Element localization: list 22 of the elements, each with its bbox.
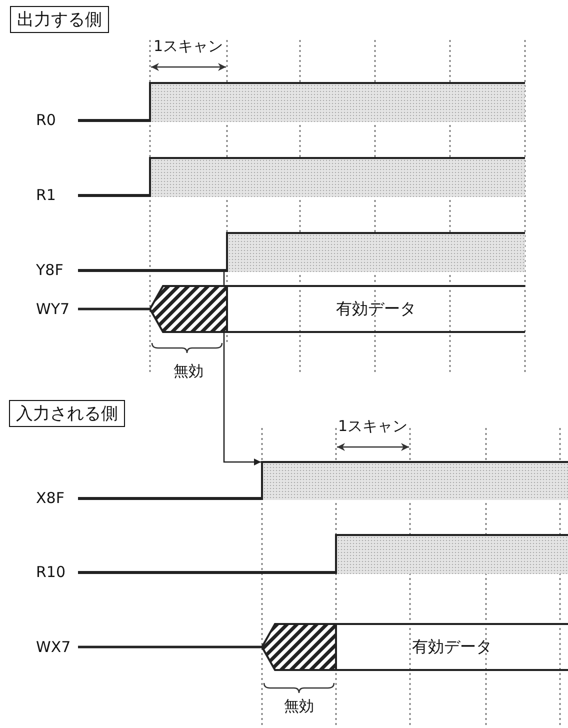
signal-waveform bbox=[78, 461, 568, 500]
signal-name: Y8F bbox=[36, 261, 64, 279]
section-heading: 入力される側 bbox=[9, 400, 125, 427]
signal-waveform bbox=[78, 534, 568, 574]
signal-waveform bbox=[78, 82, 525, 122]
scan-period-label: 1スキャン bbox=[338, 417, 408, 435]
scan-period-label: 1スキャン bbox=[154, 37, 224, 55]
signal-waveform bbox=[78, 232, 525, 272]
signal-name: R1 bbox=[36, 186, 56, 204]
section-heading: 出力する側 bbox=[10, 6, 109, 33]
data-band: 有効データ bbox=[336, 623, 568, 671]
invalid-label: 無効 bbox=[174, 362, 204, 380]
invalid-data-waveform bbox=[78, 623, 337, 671]
data-band: 有効データ bbox=[227, 285, 525, 333]
signal-waveform bbox=[78, 157, 525, 197]
signal-name: R10 bbox=[36, 563, 66, 581]
signal-name: R0 bbox=[36, 111, 56, 129]
signal-name: WX7 bbox=[36, 638, 71, 656]
signal-name: X8F bbox=[36, 489, 64, 507]
invalid-label: 無効 bbox=[284, 697, 314, 715]
signal-name: WY7 bbox=[36, 300, 70, 318]
invalid-data-waveform bbox=[78, 285, 228, 333]
